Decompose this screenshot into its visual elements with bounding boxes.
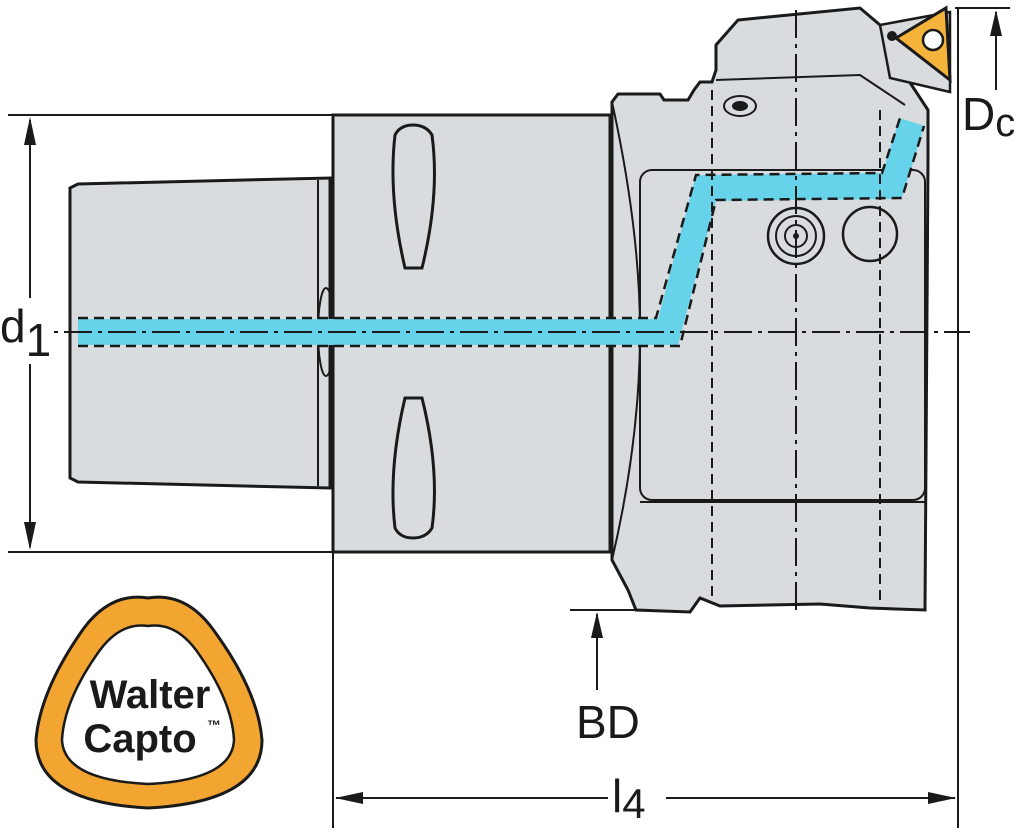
bd-label: BD: [576, 696, 640, 748]
head-pocket-top: [715, 73, 906, 106]
d1-label-gap: [8, 298, 53, 364]
l4-label: l4: [612, 770, 646, 827]
d1-label-sub: 1: [26, 314, 52, 366]
dimension-labels: d1 Dc BD l4: [0, 88, 1015, 827]
coolant-channel-edge-lower: [78, 125, 926, 348]
d1-arrow-top: [24, 117, 36, 145]
l4-label-gap: [608, 770, 666, 820]
l4-arrow-left: [335, 792, 363, 804]
bd-arrow: [591, 612, 603, 638]
logo-line1: Walter: [90, 673, 211, 717]
coolant-channel-edge-upper: [78, 117, 902, 320]
logo-tm: ™: [207, 717, 221, 733]
l4-arrow-right: [928, 792, 956, 804]
key-slot-upper: [391, 123, 436, 270]
insert-clamp: [887, 31, 897, 41]
logo-line2: Capto: [83, 717, 196, 761]
logo-inner-field: [60, 624, 236, 786]
coolant-screw-2: [841, 205, 899, 263]
dc-label: Dc: [962, 88, 1015, 145]
dc-label-main: D: [962, 88, 995, 140]
d1-label-main: d: [0, 300, 26, 352]
hidden-lines: [711, 90, 881, 600]
d1-arrow-bottom: [24, 522, 36, 550]
clamp-screw-top-inner: [732, 101, 748, 111]
dc-arrow: [990, 10, 1002, 36]
dimensions: [8, 7, 1010, 828]
insert-assembly: [878, 5, 952, 94]
insert-hole: [921, 28, 945, 52]
walter-capto-logo: Walter Capto ™: [34, 595, 264, 810]
l4-label-main: l: [612, 770, 622, 822]
d1-label: d1: [0, 300, 51, 366]
l4-label-sub: 4: [622, 780, 645, 827]
centerlines: [20, 10, 970, 610]
key-slot-lower: [391, 396, 436, 540]
head-body: [610, 6, 930, 614]
dc-label-sub: c: [995, 101, 1015, 145]
